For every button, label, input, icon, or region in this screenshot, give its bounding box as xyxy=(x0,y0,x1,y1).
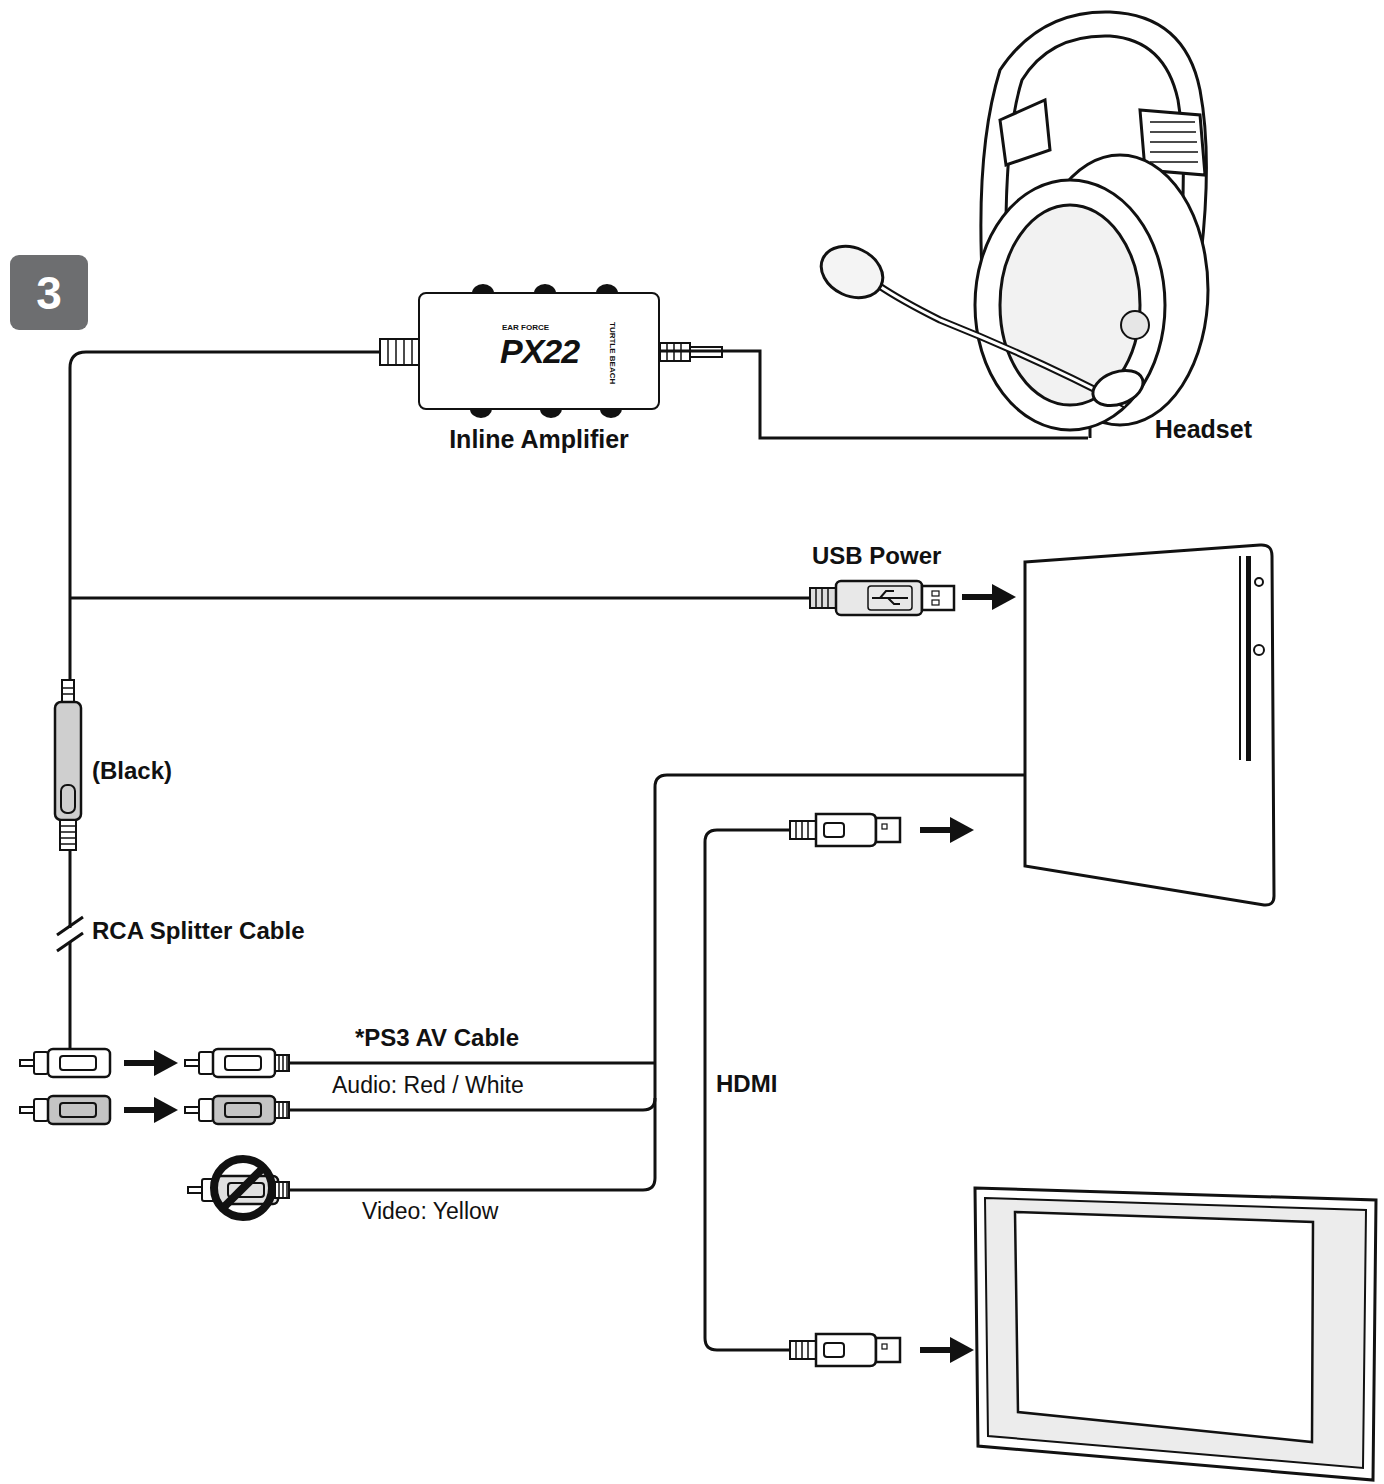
step-badge: 3 xyxy=(10,255,88,330)
model-name: PX22 xyxy=(500,334,579,368)
headset-illustration xyxy=(813,12,1208,430)
cable-label: USB Power xyxy=(812,542,941,571)
headset-cable xyxy=(660,351,1088,438)
inline-amplifier: EAR FORCEPX22TURTLE BEACHInline Amplifie… xyxy=(418,292,660,410)
device-label: Inline Amplifier xyxy=(449,424,629,454)
cable-label: *PS3 AV Cable xyxy=(355,1024,519,1053)
brand-text: EAR FORCE xyxy=(502,324,549,332)
ps3-console xyxy=(1025,545,1274,905)
device-label: Headset xyxy=(1155,414,1252,444)
cable-break-mark xyxy=(57,917,83,951)
television xyxy=(975,1188,1376,1480)
rca-plugs xyxy=(20,1049,289,1217)
usb-plug xyxy=(810,581,954,615)
signal-label: Audio: Red / White xyxy=(332,1072,524,1100)
brand-text: TURTLE BEACH xyxy=(608,322,616,384)
hdmi-plugs xyxy=(790,814,974,1366)
cable-label: HDMI xyxy=(716,1070,777,1099)
headset-area: Headset xyxy=(1088,140,1260,450)
step-number: 3 xyxy=(36,270,62,316)
cable-wires xyxy=(70,352,1090,1350)
cable-label: RCA Splitter Cable xyxy=(92,917,304,946)
black-connector xyxy=(55,680,81,850)
color-note: (Black) xyxy=(92,757,172,786)
signal-label: Video: Yellow xyxy=(362,1198,498,1226)
